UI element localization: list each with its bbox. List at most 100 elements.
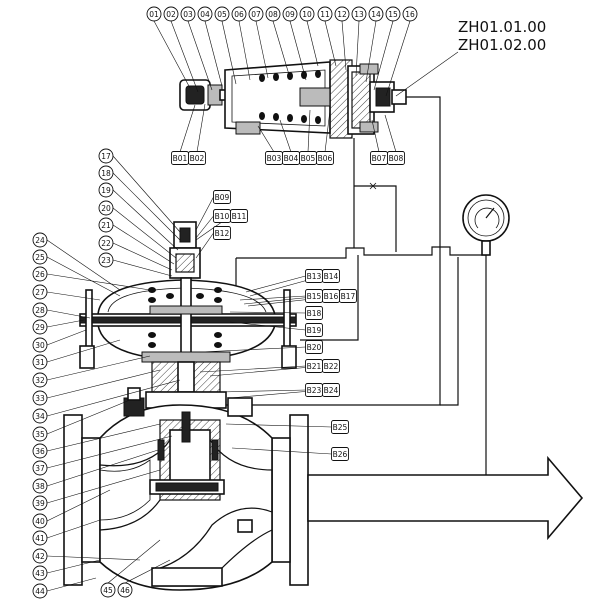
svg-text:B15: B15 (307, 292, 322, 301)
label-b17: B17 (339, 289, 357, 303)
svg-text:29: 29 (35, 323, 45, 332)
svg-text:B25: B25 (333, 423, 348, 432)
label-b16: B16 (322, 289, 340, 303)
label-b23: B23 (305, 383, 323, 397)
callout-15: 15 (385, 6, 401, 22)
svg-text:39: 39 (35, 499, 45, 508)
svg-text:B10: B10 (215, 212, 230, 221)
callout-37: 37 (32, 460, 48, 476)
label-b25: B25 (331, 420, 349, 434)
drawing-code-2: ZH01.02.00 (458, 36, 546, 54)
label-b05: B05 (299, 151, 317, 165)
callout-04: 04 (197, 6, 213, 22)
svg-text:26: 26 (35, 270, 45, 279)
callout-16: 16 (402, 6, 418, 22)
callout-17: 17 (98, 148, 114, 164)
svg-text:B11: B11 (232, 212, 247, 221)
label-b10: B10 (213, 209, 231, 223)
label-b11: B11 (230, 209, 248, 223)
label-b21: B21 (305, 359, 323, 373)
svg-text:B05: B05 (301, 154, 316, 163)
svg-text:44: 44 (35, 587, 45, 596)
label-b03: B03 (265, 151, 283, 165)
callout-10: 10 (299, 6, 315, 22)
callout-12: 12 (334, 6, 350, 22)
svg-text:41: 41 (35, 534, 45, 543)
callout-33: 33 (32, 390, 48, 406)
svg-text:21: 21 (101, 221, 111, 230)
svg-text:34: 34 (35, 412, 45, 421)
svg-text:19: 19 (101, 186, 111, 195)
svg-text:20: 20 (101, 204, 111, 213)
svg-text:43: 43 (35, 569, 45, 578)
svg-text:13: 13 (354, 10, 364, 19)
svg-text:B07: B07 (372, 154, 387, 163)
svg-text:09: 09 (285, 10, 295, 19)
callout-34: 34 (32, 408, 48, 424)
label-b20: B20 (305, 340, 323, 354)
svg-text:B20: B20 (307, 343, 322, 352)
svg-text:B03: B03 (267, 154, 282, 163)
callout-26: 26 (32, 266, 48, 282)
callout-35: 35 (32, 426, 48, 442)
svg-text:17: 17 (101, 152, 111, 161)
svg-text:B13: B13 (307, 272, 322, 281)
callout-39: 39 (32, 495, 48, 511)
label-b09: B09 (213, 190, 231, 204)
callout-28: 28 (32, 302, 48, 318)
svg-text:01: 01 (149, 10, 159, 19)
callout-29: 29 (32, 319, 48, 335)
svg-text:24: 24 (35, 236, 45, 245)
svg-text:B18: B18 (307, 309, 322, 318)
callout-24: 24 (32, 232, 48, 248)
callout-32: 32 (32, 372, 48, 388)
svg-text:B08: B08 (389, 154, 404, 163)
flow-direction-arrow (307, 455, 584, 541)
svg-text:42: 42 (35, 552, 45, 561)
pressure-gauge (462, 194, 510, 256)
callout-43: 43 (32, 565, 48, 581)
label-b14: B14 (322, 269, 340, 283)
callout-07: 07 (248, 6, 264, 22)
svg-text:B21: B21 (307, 362, 322, 371)
control-piping (216, 96, 487, 475)
actuator-springs (148, 287, 222, 348)
svg-text:B02: B02 (190, 154, 205, 163)
callout-18: 18 (98, 165, 114, 181)
label-b07: B07 (370, 151, 388, 165)
svg-text:B09: B09 (215, 193, 230, 202)
pilot-spring (259, 70, 321, 124)
callout-01: 01 (146, 6, 162, 22)
label-b08: B08 (387, 151, 405, 165)
svg-text:30: 30 (35, 341, 45, 350)
callout-23: 23 (98, 252, 114, 268)
callout-03: 03 (180, 6, 196, 22)
label-b01: B01 (171, 151, 189, 165)
label-b15: B15 (305, 289, 323, 303)
label-b24: B24 (322, 383, 340, 397)
svg-text:B04: B04 (284, 154, 299, 163)
label-b26: B26 (331, 447, 349, 461)
callout-27: 27 (32, 284, 48, 300)
svg-text:23: 23 (101, 256, 111, 265)
svg-text:37: 37 (35, 464, 45, 473)
callout-02: 02 (163, 6, 179, 22)
svg-text:06: 06 (234, 10, 244, 19)
svg-text:46: 46 (120, 586, 130, 595)
callout-22: 22 (98, 235, 114, 251)
callout-09: 09 (282, 6, 298, 22)
callout-30: 30 (32, 337, 48, 353)
svg-text:B26: B26 (333, 450, 348, 459)
svg-text:35: 35 (35, 430, 45, 439)
label-b06: B06 (316, 151, 334, 165)
label-b02: B02 (188, 151, 206, 165)
svg-text:B14: B14 (324, 272, 339, 281)
callout-19: 19 (98, 182, 114, 198)
svg-text:B19: B19 (307, 326, 322, 335)
callout-20: 20 (98, 200, 114, 216)
svg-text:10: 10 (302, 10, 312, 19)
svg-text:11: 11 (320, 10, 330, 19)
svg-text:07: 07 (251, 10, 261, 19)
